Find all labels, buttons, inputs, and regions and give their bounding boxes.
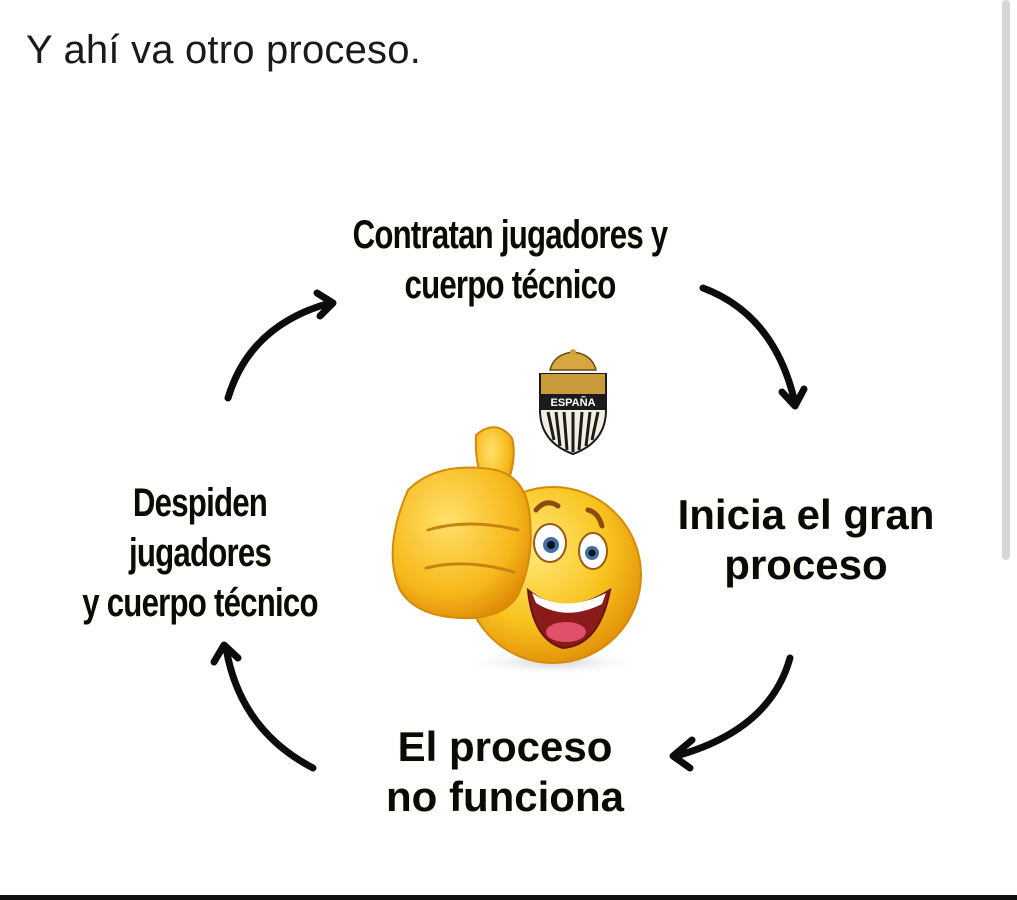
cycle-node-hire: Contratan jugadores y cuerpo técnico xyxy=(346,210,674,310)
cycle-arrows xyxy=(210,284,808,772)
thumbs-up-smiley-icon xyxy=(391,426,643,676)
node-line: Inicia el gran xyxy=(677,491,935,538)
node-line: proceso xyxy=(724,541,888,588)
node-line: cuerpo técnico xyxy=(404,263,616,307)
arrow-up-icon xyxy=(210,641,317,772)
node-line: no funciona xyxy=(386,773,624,820)
club-crest-icon: ESPAÑA xyxy=(539,349,607,456)
node-line: y cuerpo técnico xyxy=(82,581,318,625)
scrollbar[interactable] xyxy=(1002,0,1010,560)
svg-text:ESPAÑA: ESPAÑA xyxy=(550,396,595,409)
cycle-node-fail: El proceso no funciona xyxy=(340,722,670,822)
node-line: Contratan jugadores y xyxy=(352,213,669,257)
node-line: Despiden jugadores xyxy=(128,481,272,575)
arrow-left-icon xyxy=(669,654,794,772)
post-caption: Y ahí va otro proceso. xyxy=(26,28,422,72)
node-line: El proceso xyxy=(397,723,613,770)
cycle-node-fire: Despiden jugadores y cuerpo técnico xyxy=(60,478,341,628)
cycle-node-start: Inicia el gran proceso xyxy=(636,490,976,590)
bottom-divider xyxy=(0,895,1017,900)
arrow-right-icon xyxy=(224,289,337,402)
arrow-down-icon xyxy=(699,284,808,410)
meme-image: Contratan jugadores y cuerpo técnico Ini… xyxy=(0,100,1000,890)
